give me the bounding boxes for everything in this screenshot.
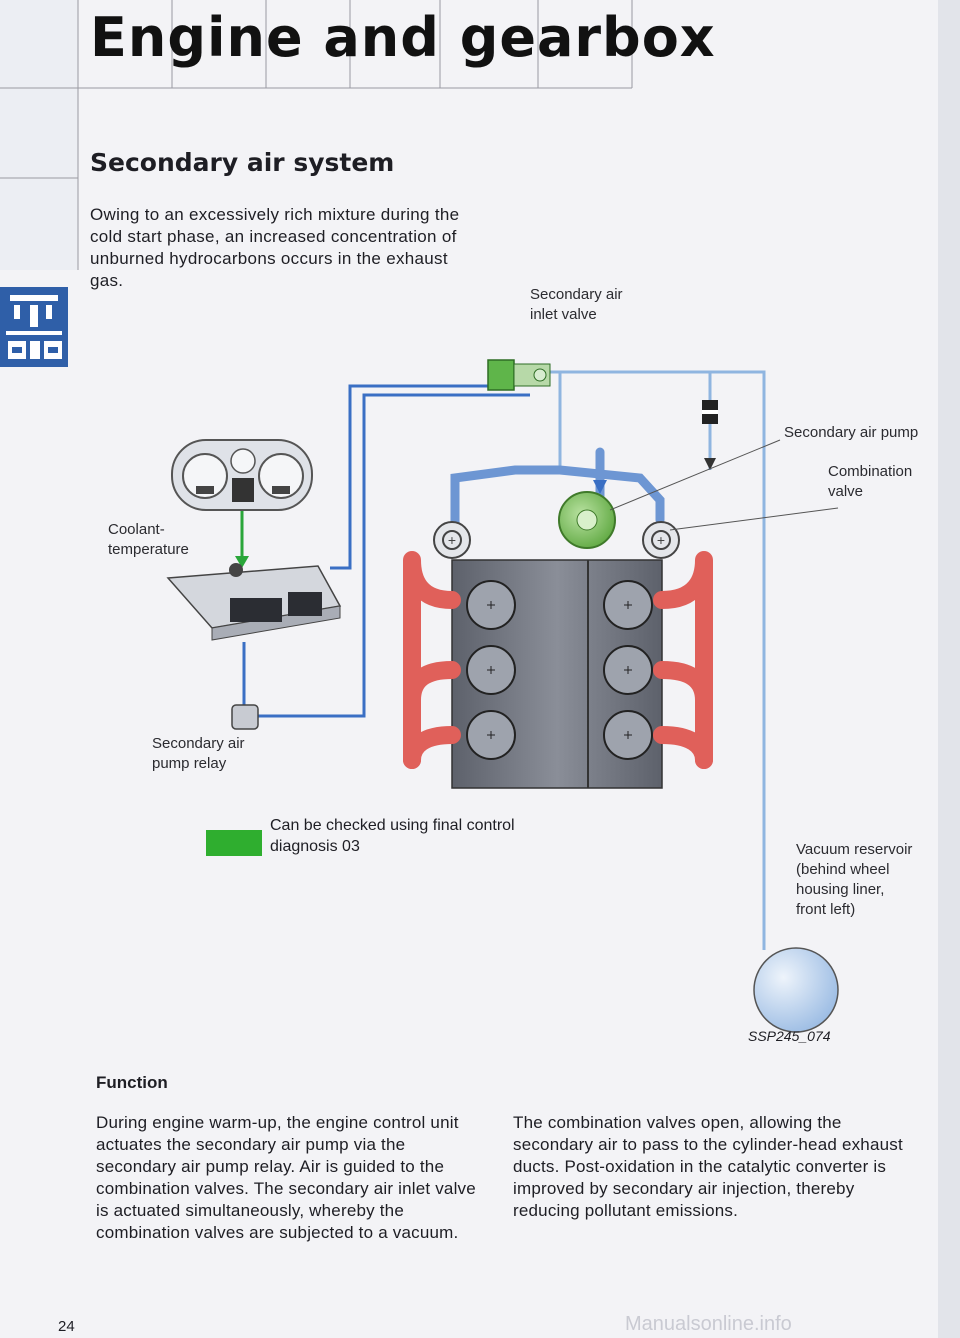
label-combination-valve: Combination valve [828, 463, 913, 500]
function-text-right: The combination valves open, allowing th… [513, 1113, 903, 1220]
secondary-air-inlet-valve [487, 359, 551, 391]
function-heading: Function [96, 1073, 168, 1092]
label-coolant-temperature: Coolant- temperature [108, 521, 189, 558]
secondary-air-pump [558, 491, 616, 549]
flow-arrow-1 [593, 480, 607, 494]
svg-text:+: + [657, 532, 665, 548]
electric-lines [242, 384, 530, 718]
exhaust-manifold-right [653, 551, 713, 769]
instrument-cluster [171, 439, 313, 511]
combination-valve-right: + [642, 521, 680, 559]
label-inlet-valve: Secondary air inlet valve [530, 286, 623, 323]
page-number: 24 [58, 1318, 75, 1335]
air-ducts [450, 447, 665, 535]
legend-swatch [206, 830, 262, 856]
combination-valve-left: + [433, 521, 471, 559]
section-heading: Secondary air system [90, 148, 395, 177]
secondary-air-pump-relay [231, 704, 259, 730]
coolant-signal-line [235, 510, 249, 568]
engine-block [451, 559, 663, 789]
intro-paragraph: Owing to an excessively rich mixture dur… [90, 205, 460, 290]
chapter-nav-icon [0, 287, 68, 367]
label-air-pump: Secondary air pump [784, 424, 919, 441]
svg-text:+: + [448, 532, 456, 548]
figure-reference: SSP245_074 [748, 1028, 831, 1044]
function-text-left: During engine warm-up, the engine contro… [96, 1113, 476, 1242]
label-pump-relay: Secondary air pump relay [152, 735, 245, 772]
engine-control-unit [166, 563, 342, 641]
label-vacuum-reservoir: Vacuum reservoir (behind wheel housing l… [796, 841, 913, 918]
secondary-air-pump-unit [702, 400, 718, 424]
secondary-air-system-diagram: + + [166, 359, 839, 1033]
exhaust-manifold-left [403, 551, 461, 769]
footer-watermark: Manualsonline.info [625, 1313, 792, 1335]
flow-arrow-2 [704, 458, 716, 470]
page-title: Engine and gearbox [90, 6, 716, 69]
vacuum-reservoir [753, 947, 839, 1033]
legend-text: Can be checked using final control diagn… [270, 817, 515, 855]
